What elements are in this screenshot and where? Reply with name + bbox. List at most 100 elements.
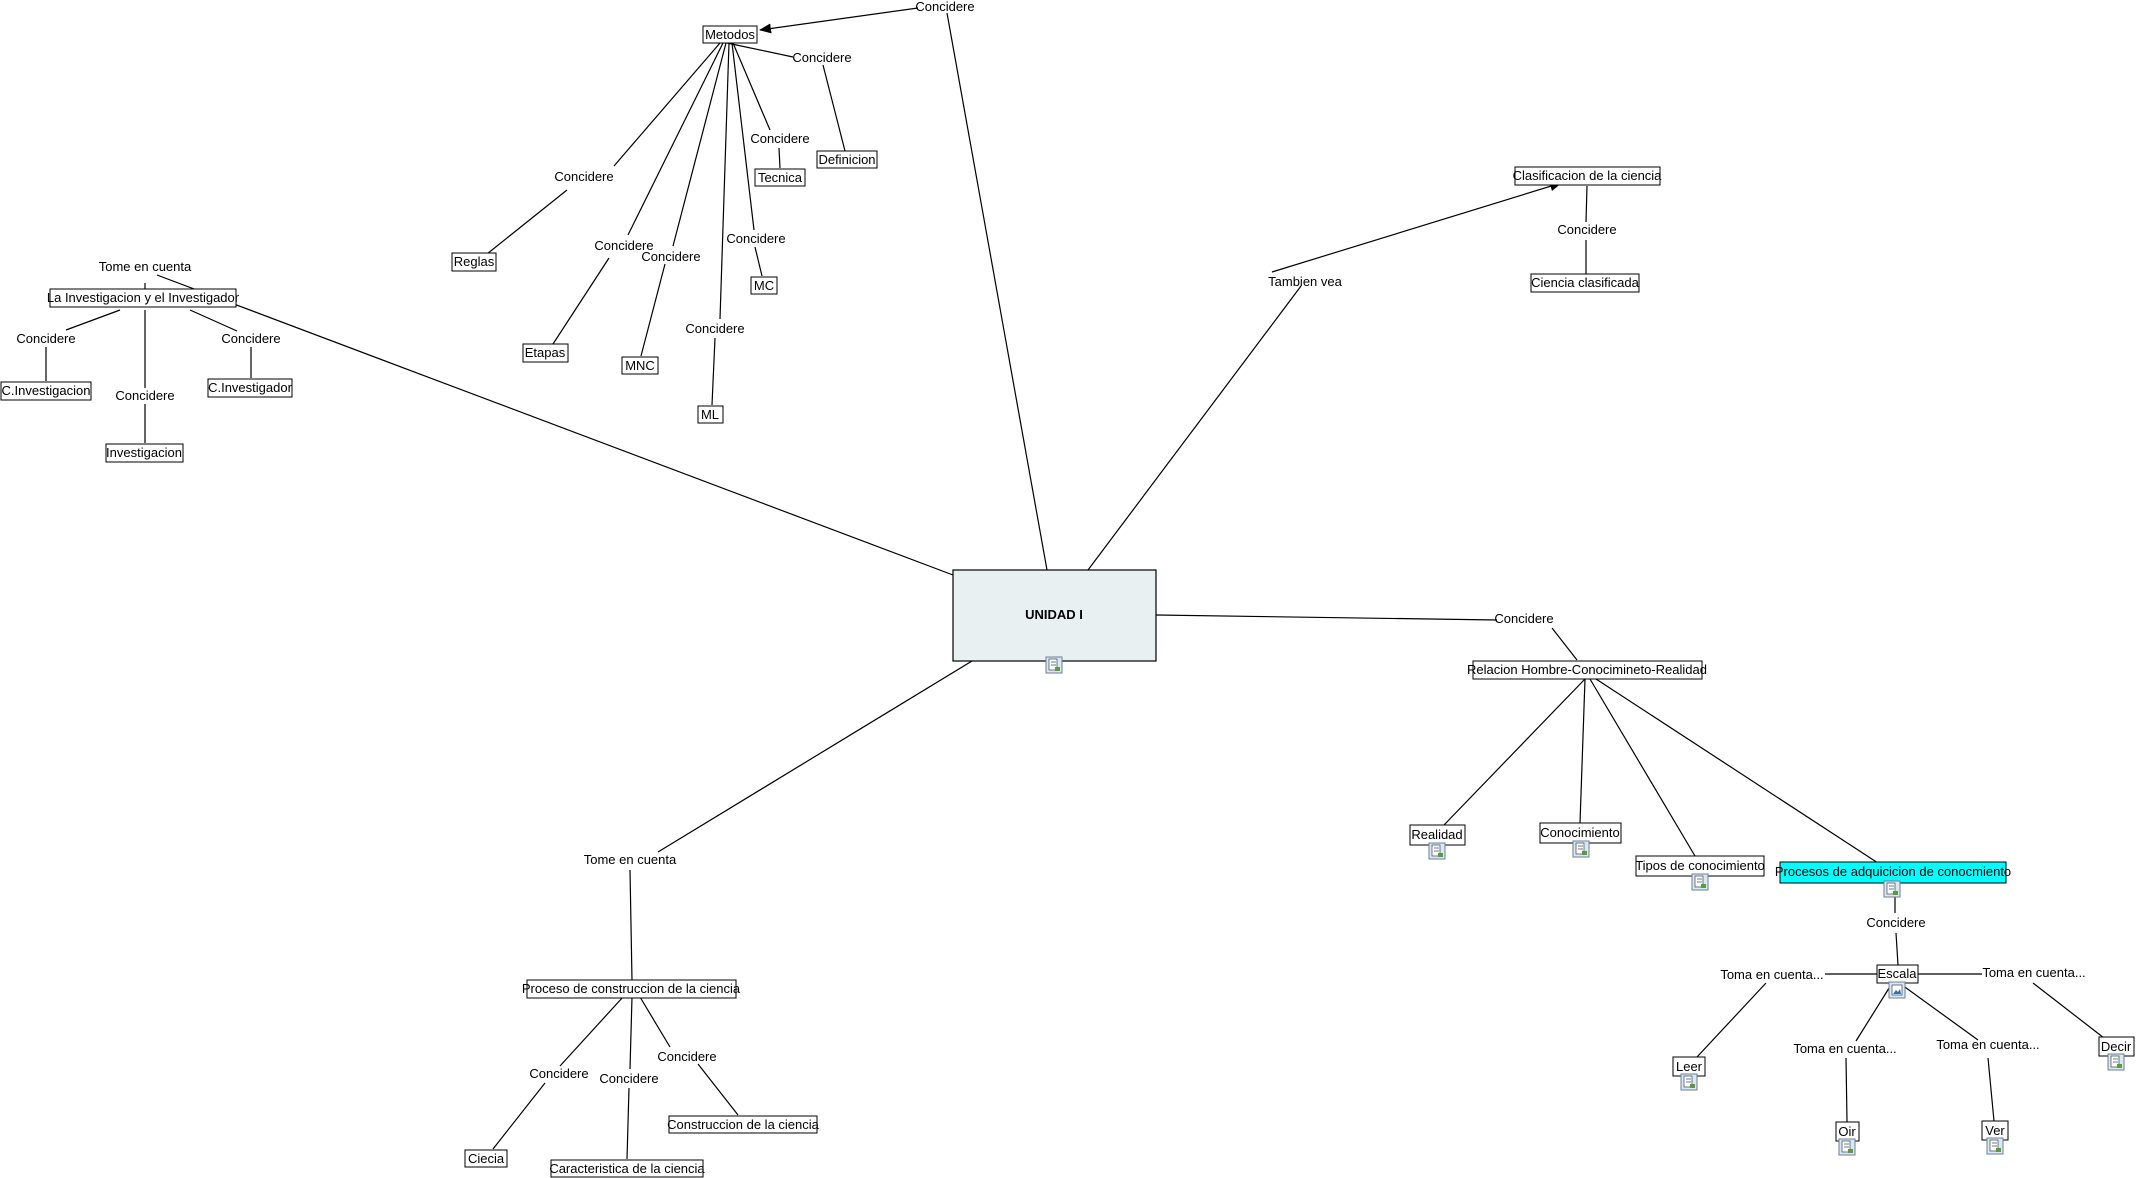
node-investigacion[interactable]: Investigacion (105, 443, 184, 463)
node-label: Definicion (818, 152, 875, 167)
link-line (156, 274, 954, 576)
node-label: Investigacion (106, 445, 182, 460)
node-label: MC (754, 278, 774, 293)
document-icon[interactable] (2107, 1053, 2125, 1071)
link-label: Concidere (726, 231, 785, 246)
link-line (759, 7, 919, 34)
node-investigacion-investigador[interactable]: La Investigacion y el Investigador (47, 288, 240, 308)
link-line (629, 869, 633, 981)
link-label: Concidere (1557, 222, 1616, 237)
central-node[interactable]: UNIDAD I (952, 569, 1157, 662)
node-label: Tipos de conocimiento (1635, 858, 1765, 873)
link-label: Concidere (599, 1071, 658, 1086)
link-label: Concidere (750, 131, 809, 146)
link-label: Tome en cuenta (99, 259, 192, 274)
node-label: Metodos (705, 27, 755, 42)
link-line (1579, 678, 1586, 824)
document-icon[interactable] (1428, 842, 1446, 860)
node-leer[interactable]: Leer (1672, 1056, 1706, 1077)
link-line (1585, 185, 1588, 223)
document-icon[interactable] (1572, 840, 1590, 858)
central-node-label: UNIDAD I (1025, 607, 1083, 622)
link-label: Toma en cuenta... (1793, 1041, 1896, 1056)
node-procesos[interactable]: Procesos de adquicicion de conocmiento (1775, 861, 2011, 884)
node-relacion[interactable]: Relacion Hombre-Conocimineto-Realidad (1467, 660, 1707, 680)
node-metodos[interactable]: Metodos (702, 25, 758, 44)
node-ml[interactable]: ML (697, 405, 724, 424)
link-label: Concidere (792, 50, 851, 65)
node-clasificacion[interactable]: Clasificacion de la ciencia (1513, 166, 1663, 186)
node-label: Clasificacion de la ciencia (1513, 168, 1663, 183)
document-icon[interactable] (1883, 880, 1901, 898)
node-mc[interactable]: MC (750, 276, 778, 295)
node-label: Decir (2101, 1039, 2132, 1054)
node-label: MNC (625, 358, 655, 373)
document-icon[interactable] (1045, 656, 1063, 674)
link-line (640, 263, 666, 357)
node-escala[interactable]: Escala (1876, 964, 1919, 984)
node-etapas[interactable]: Etapas (522, 343, 569, 363)
node-reglas[interactable]: Reglas (451, 252, 497, 272)
node-ciencia-clasificada[interactable]: Ciencia clasificada (1530, 273, 1640, 293)
link-line (1845, 1057, 1848, 1123)
node-definicion[interactable]: Definicion (816, 150, 878, 169)
link-line (697, 1063, 739, 1116)
link-line (672, 42, 727, 247)
link-line (1855, 984, 1892, 1042)
link-line (627, 42, 724, 236)
link-line (1595, 678, 1879, 864)
link-line (1987, 1057, 1995, 1122)
link-label: Concidere (1494, 611, 1553, 626)
node-realidad[interactable]: Realidad (1409, 824, 1466, 846)
link-line (486, 189, 568, 255)
link-line (1895, 932, 1899, 966)
node-caracteristica[interactable]: Caracteristica de la ciencia (549, 1159, 705, 1178)
node-label: Realidad (1411, 827, 1462, 842)
node-ver[interactable]: Ver (1981, 1120, 2009, 1141)
node-construccion[interactable]: Construccion de la ciencia (667, 1115, 820, 1134)
link-line (1696, 982, 1767, 1058)
node-mnc[interactable]: MNC (621, 356, 659, 375)
node-label: C.Investigador (208, 380, 292, 395)
link-line (822, 64, 846, 152)
node-proceso-construccion[interactable]: Proceso de construccion de la ciencia (522, 979, 741, 999)
link-line (189, 309, 238, 332)
node-conocimiento[interactable]: Conocimiento (1539, 822, 1622, 844)
link-line (629, 996, 633, 1070)
link-label: Toma en cuenta... (1936, 1037, 2039, 1052)
link-label: Toma en cuenta... (1720, 967, 1823, 982)
node-c-investigador[interactable]: C.Investigador (207, 378, 293, 398)
link-line (552, 257, 610, 345)
link-line (778, 147, 781, 169)
node-label: Proceso de construccion de la ciencia (522, 981, 741, 996)
node-label: La Investigacion y el Investigador (47, 290, 240, 305)
node-tecnica[interactable]: Tecnica (754, 168, 806, 187)
node-ciecia[interactable]: Ciecia (464, 1149, 508, 1168)
node-label: Ver (1985, 1123, 2005, 1138)
node-decir[interactable]: Decir (2098, 1036, 2135, 1057)
node-label: C.Investigacion (2, 383, 91, 398)
link-line (731, 42, 755, 231)
link-line (719, 42, 730, 320)
document-icon[interactable] (1986, 1137, 2004, 1155)
node-c-investigacion[interactable]: C.Investigacion (0, 381, 92, 401)
link-line (726, 42, 794, 58)
node-tipos-conocimiento[interactable]: Tipos de conocimiento (1635, 855, 1765, 877)
link-line (613, 42, 721, 167)
link-label: Concidere (657, 1049, 716, 1064)
link-line (754, 246, 763, 277)
link-line (946, 12, 1048, 571)
document-icon[interactable] (1838, 1138, 1856, 1156)
link-line (2032, 982, 2105, 1039)
document-icon[interactable] (1680, 1073, 1698, 1091)
link-line (1901, 984, 1979, 1041)
node-oir[interactable]: Oir (1835, 1121, 1860, 1142)
node-label: Procesos de adquicicion de conocmiento (1775, 864, 2011, 879)
link-line (732, 42, 771, 131)
link-label: Concidere (1866, 915, 1925, 930)
link-label: Concidere (554, 169, 613, 184)
document-icon[interactable] (1691, 873, 1709, 891)
node-label: Etapas (525, 345, 566, 360)
image-icon[interactable] (1888, 981, 1906, 999)
